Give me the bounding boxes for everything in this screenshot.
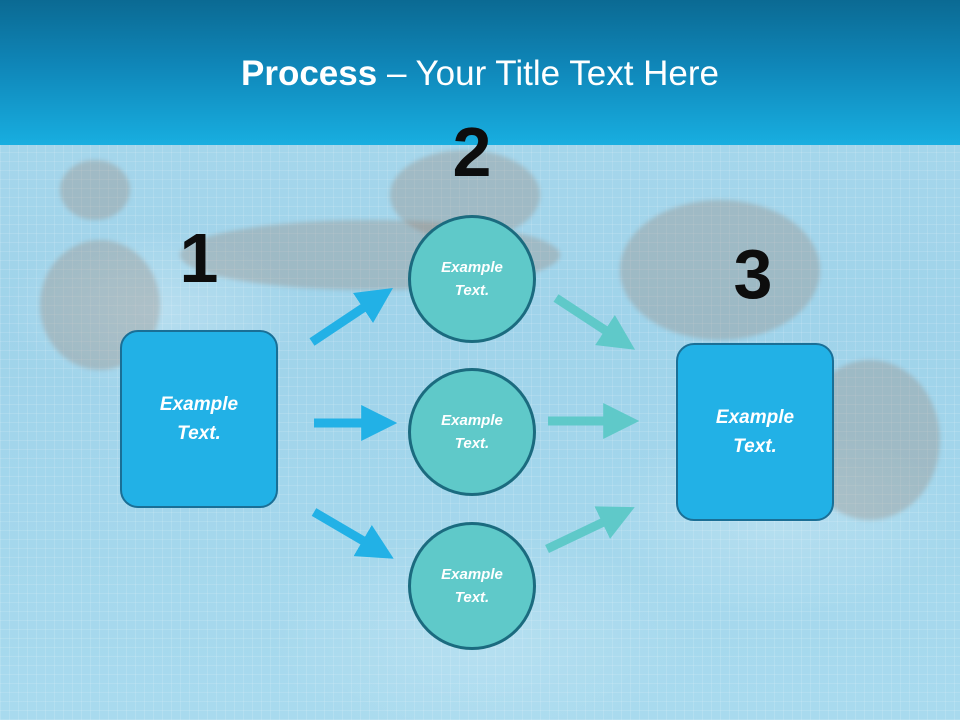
step-number-3: 3 [733,235,773,313]
step-number-2: 2 [452,113,492,191]
arrow-bottom-to-right [545,506,635,554]
title-band [0,0,960,145]
title-rest: – Your Title Text Here [377,54,719,93]
swimmer-silhouette [620,200,820,340]
arrow-left-to-top [309,288,393,346]
swimmer-silhouette [60,160,130,220]
process-circle-bottom: Example Text. [408,522,536,650]
circle-text-line: Text. [454,589,490,606]
circle-text-line: Example [441,259,503,276]
box-text-line: Example [159,394,239,415]
box-text-line: Text. [177,423,221,444]
title-bold: Process [241,54,378,93]
arrow-top-to-right [553,294,636,350]
process-box-right: Example Text. [676,343,834,521]
circle-text-line: Text. [454,282,490,299]
circle-text-line: Example [441,566,503,583]
process-circle-middle: Example Text. [408,368,536,496]
arrow-left-to-bottom [311,508,394,559]
step-number-1: 1 [179,219,219,297]
circle-text-line: Text. [454,435,490,452]
box-text-line: Text. [733,436,777,457]
process-box-left: Example Text. [120,330,278,508]
slide-title: Process – Your Title Text Here [0,52,960,96]
box-text-line: Example [715,407,795,428]
circle-text-line: Example [441,412,503,429]
process-circle-top: Example Text. [408,215,536,343]
